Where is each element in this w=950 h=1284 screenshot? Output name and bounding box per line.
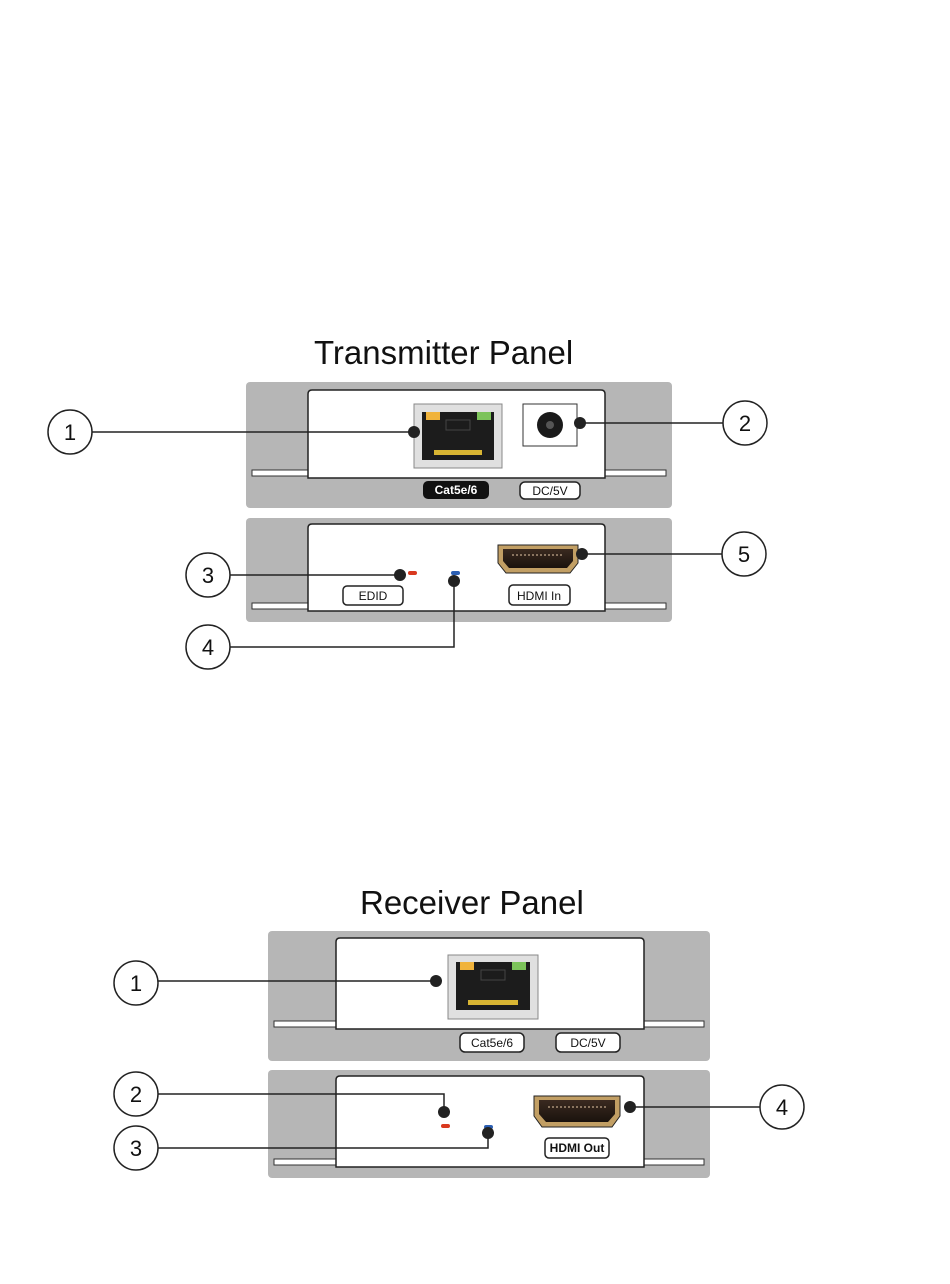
transmitter-dc-jack [523, 404, 577, 446]
receiver-callout-1: 1 [130, 971, 142, 996]
receiver-top-panel: Cat5e/6 DC/5V [268, 931, 710, 1061]
transmitter-blue-led [451, 571, 460, 575]
transmitter-callout-1: 1 [64, 420, 76, 445]
transmitter-edid-label: EDID [359, 589, 388, 603]
transmitter-callout-3: 3 [202, 563, 214, 588]
transmitter-hdmi-in-port [498, 545, 578, 573]
receiver-hdmi-label: HDMI Out [550, 1141, 605, 1155]
receiver-red-led [441, 1124, 450, 1128]
receiver-bottom-panel: HDMI Out [268, 1070, 710, 1178]
transmitter-red-led [408, 571, 417, 575]
transmitter-callout-2: 2 [739, 411, 751, 436]
transmitter-bottom-panel: EDID HDMI In [246, 518, 672, 622]
receiver-dc-label: DC/5V [570, 1036, 605, 1050]
transmitter-rj45-port [414, 404, 502, 468]
transmitter-cat-label: Cat5e/6 [435, 483, 478, 497]
receiver-callout-2: 2 [130, 1082, 142, 1107]
transmitter-callout-5: 5 [738, 542, 750, 567]
receiver-hdmi-out-port [534, 1096, 620, 1127]
transmitter-callout-4: 4 [202, 635, 214, 660]
receiver-cat-label: Cat5e/6 [471, 1036, 513, 1050]
transmitter-hdmi-label: HDMI In [517, 589, 561, 603]
transmitter-top-panel: Cat5e/6 DC/5V [246, 382, 672, 508]
receiver-callout-3: 3 [130, 1136, 142, 1161]
receiver-callout-4: 4 [776, 1095, 788, 1120]
transmitter-dc-label: DC/5V [532, 484, 567, 498]
receiver-rj45-port [448, 955, 538, 1019]
